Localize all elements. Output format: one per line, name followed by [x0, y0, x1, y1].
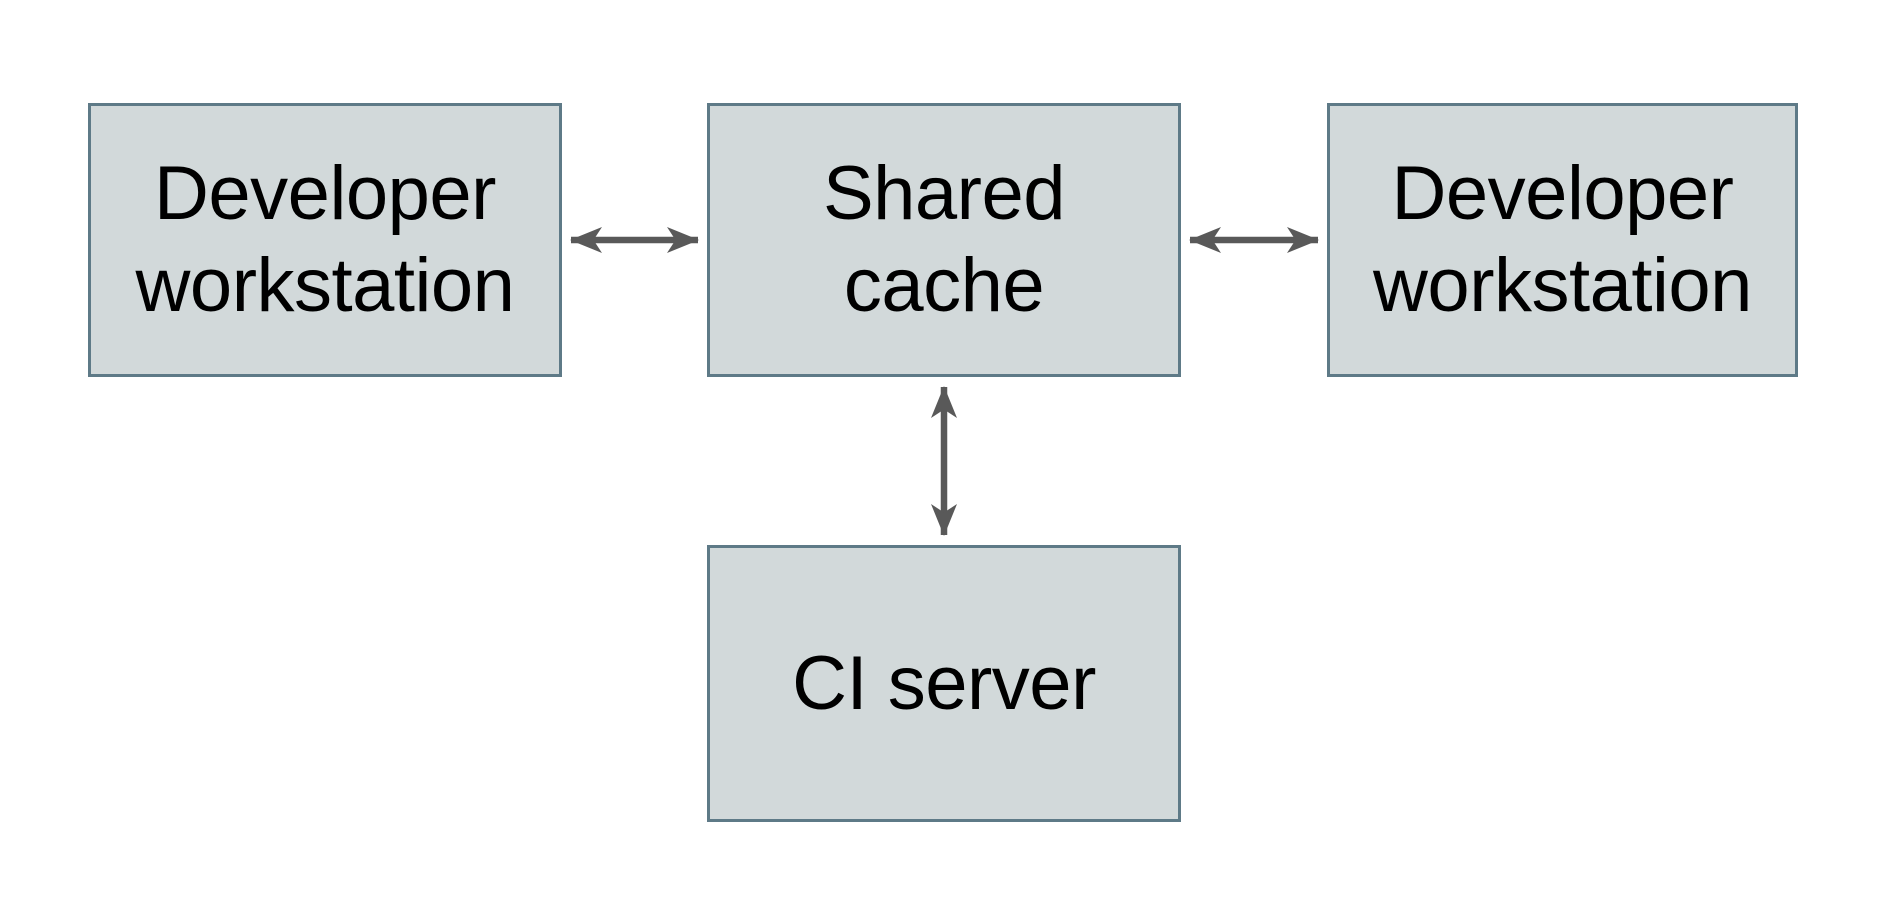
bidirectional-arrow-cache-devright-icon: [1189, 227, 1319, 253]
node-label: Shared cache: [822, 148, 1066, 332]
node-developer-workstation-right: Developer workstation: [1327, 103, 1798, 377]
bidirectional-arrow-devleft-cache-icon: [570, 227, 699, 253]
node-label: CI server: [792, 638, 1096, 730]
node-label: Developer workstation: [136, 148, 515, 332]
label-line: Developer: [1391, 151, 1734, 236]
label-line: Shared: [822, 151, 1066, 236]
node-ci-server: CI server: [707, 545, 1181, 822]
label-line: cache: [843, 243, 1045, 328]
node-label: Developer workstation: [1373, 148, 1752, 332]
label-line: Developer: [154, 151, 496, 236]
label-line: workstation: [135, 243, 515, 328]
label-line: workstation: [1373, 243, 1752, 328]
node-shared-cache: Shared cache: [707, 103, 1181, 377]
label-line: CI server: [792, 640, 1096, 726]
bidirectional-arrow-cache-ciserver-icon: [931, 386, 957, 536]
node-developer-workstation-left: Developer workstation: [88, 103, 562, 377]
